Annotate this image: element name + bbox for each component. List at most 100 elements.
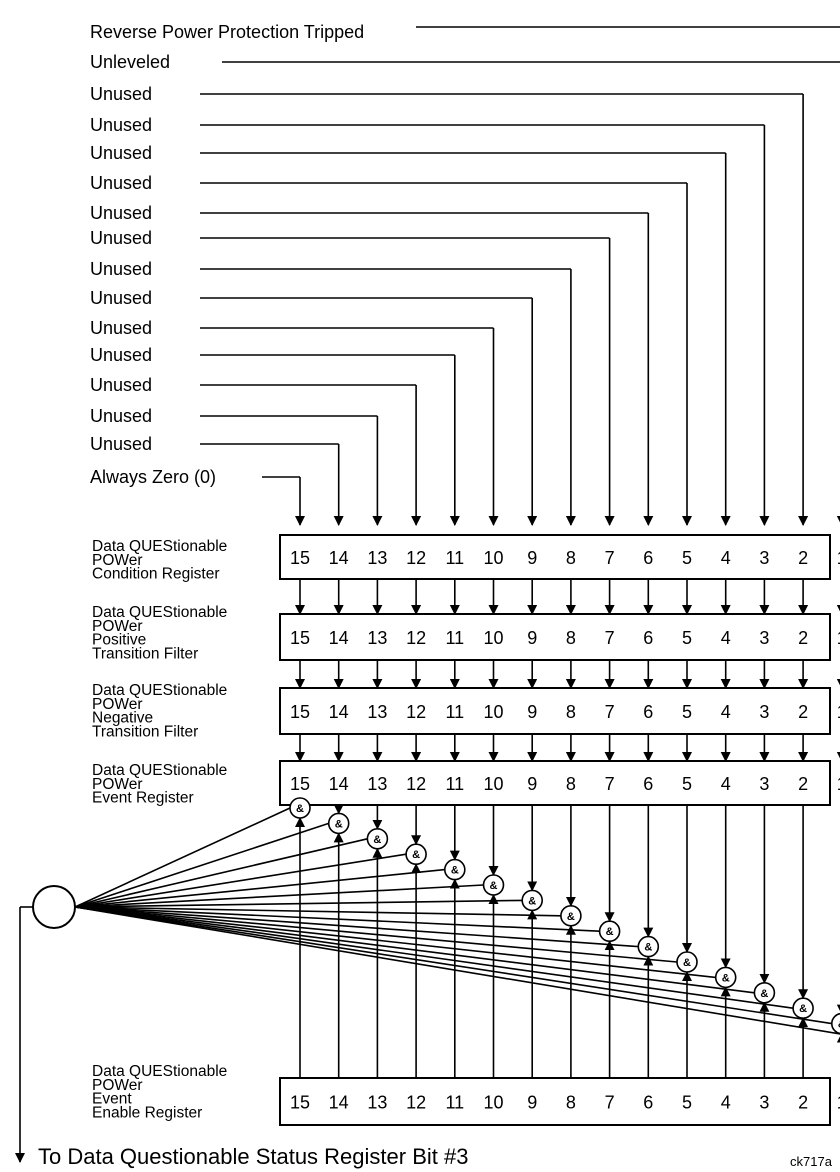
register-label: POWer (92, 1077, 143, 1094)
bit-label: 14 (329, 1093, 349, 1113)
input-label: Unused (90, 143, 152, 163)
register-label: Enable Register (92, 1104, 202, 1121)
gate-output-line (74, 906, 794, 1009)
bit-label: 1 (837, 702, 840, 722)
input-label: Unused (90, 434, 152, 454)
register-label: Data QUEStionable (92, 538, 227, 555)
bit-label: 5 (682, 702, 692, 722)
and-gate (482, 874, 505, 896)
register-label: Data QUEStionable (92, 604, 227, 621)
bit-label: 9 (527, 774, 537, 794)
bit-label: 11 (445, 1093, 464, 1113)
bit-label: 12 (406, 774, 426, 794)
register-label: POWer (92, 776, 143, 793)
bit-label: 5 (682, 1093, 692, 1113)
input-label: Unused (90, 406, 152, 426)
input-label: Unleveled (90, 52, 170, 72)
input-label: Unused (90, 203, 152, 223)
bit-label: 15 (290, 1093, 310, 1113)
and-gate (289, 797, 311, 819)
input-label: Unused (90, 115, 152, 135)
gate-output-line (74, 853, 407, 908)
bit-label: 6 (643, 548, 653, 568)
gate-output-line (74, 906, 755, 994)
gate-output-line (74, 906, 639, 948)
bit-label: 11 (445, 702, 464, 722)
gate-output-line (74, 906, 678, 963)
and-gate (637, 935, 660, 958)
bit-label: 15 (290, 774, 310, 794)
and-gate (714, 966, 737, 989)
bit-label: 8 (566, 628, 576, 648)
input-label: Unused (90, 288, 152, 308)
and-gate (327, 812, 350, 835)
bit-label: 4 (721, 548, 731, 568)
register-label: Negative (92, 710, 153, 727)
and-gate-symbol: & (335, 818, 343, 830)
input-label: Unused (90, 345, 152, 365)
bit-label: 14 (329, 774, 349, 794)
bit-label: 8 (566, 1093, 576, 1113)
bit-label: 6 (643, 774, 653, 794)
and-gate-symbol: & (760, 988, 768, 1000)
register-label: Data QUEStionable (92, 1063, 227, 1080)
bit-label: 14 (329, 548, 349, 568)
register-label: Transition Filter (92, 723, 198, 740)
bit-label: 2 (798, 774, 808, 794)
and-gate (405, 843, 427, 866)
input-label: Unused (90, 318, 152, 338)
gate-output-line (74, 906, 832, 1025)
and-gate (521, 889, 544, 912)
and-gate-symbol: & (644, 942, 652, 954)
bit-label: 15 (290, 628, 310, 648)
or-symbol (32, 885, 76, 929)
bit-label: 14 (329, 702, 349, 722)
register-label: Event (92, 1091, 132, 1108)
bit-label: 2 (798, 628, 808, 648)
bit-label: 4 (721, 628, 731, 648)
bit-label: 14 (329, 628, 349, 648)
bit-label: 9 (527, 628, 537, 648)
and-gate-symbol: & (799, 1003, 807, 1015)
bit-label: 7 (605, 774, 615, 794)
register-label: Event Register (92, 790, 194, 807)
and-gate-symbol: & (412, 849, 420, 861)
gate-output-line (74, 906, 840, 1035)
input-label: Unused (90, 375, 152, 395)
bit-label: 3 (759, 1093, 769, 1113)
register-label: Data QUEStionable (92, 762, 227, 779)
bit-label: 7 (605, 702, 615, 722)
bit-label: 4 (721, 1093, 731, 1113)
bit-label: 10 (483, 548, 503, 568)
bit-label: 13 (367, 774, 387, 794)
register-label: POWer (92, 552, 143, 569)
and-gate (676, 951, 698, 973)
bit-label: 6 (643, 628, 653, 648)
bit-label: 3 (759, 628, 769, 648)
bit-label: 13 (367, 1093, 387, 1113)
bit-label: 6 (643, 1093, 653, 1113)
and-gate-symbol: & (838, 1019, 840, 1031)
bit-label: 13 (367, 702, 387, 722)
bit-label: 1 (837, 1093, 840, 1113)
and-gate (831, 1012, 840, 1035)
and-gate (366, 827, 389, 850)
and-gate-symbol: & (683, 957, 691, 969)
bit-label: 7 (605, 548, 615, 568)
and-gate-symbol: & (373, 834, 381, 846)
and-gate (753, 981, 776, 1004)
input-label: Always Zero (0) (90, 467, 216, 487)
and-gate-symbol: & (296, 803, 304, 815)
register-box-3 (279, 760, 831, 806)
bit-label: 15 (290, 702, 310, 722)
bit-label: 3 (759, 548, 769, 568)
bit-label: 11 (445, 548, 464, 568)
register-box-0 (279, 534, 831, 580)
input-label: Reverse Power Protection Tripped (90, 22, 364, 42)
register-label: Transition Filter (92, 645, 198, 662)
and-gate (792, 997, 814, 1020)
and-gate-symbol: & (528, 895, 536, 907)
bit-label: 3 (759, 702, 769, 722)
bit-label: 5 (682, 628, 692, 648)
